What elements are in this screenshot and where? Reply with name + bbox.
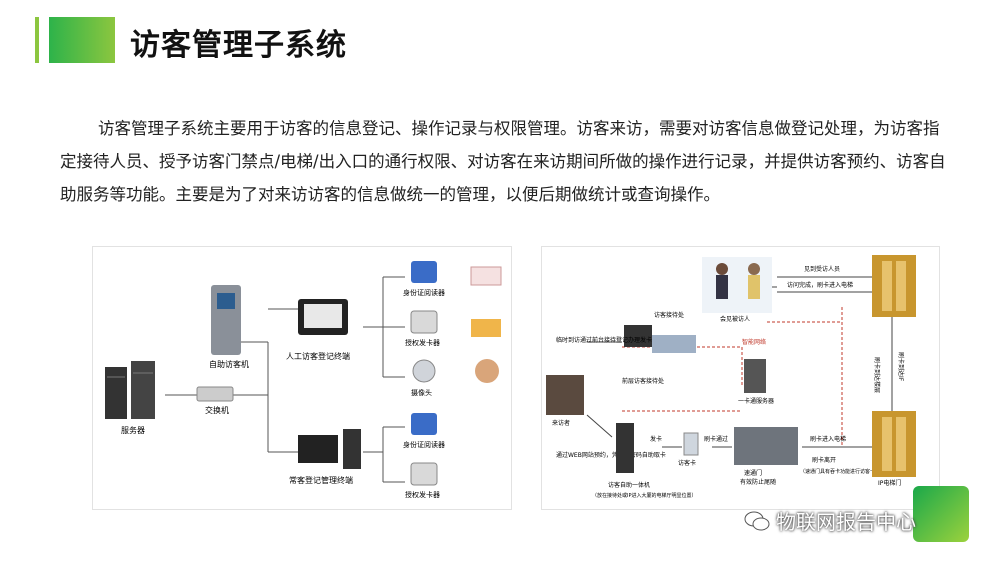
lobby-register-label: 前层访客接待处 (622, 377, 664, 385)
leave-label: 刷卡离开 (812, 456, 836, 464)
visitor-card-label: 访客卡 (678, 459, 696, 467)
host-meet-label: 会见被访人 (720, 315, 750, 323)
card-issuer-label-2: 授权发卡器 (405, 490, 440, 499)
visitor-flow-diagram: 会见被访人 见到受访人员 访问完成，刷卡进入电梯 刷卡到达楼层 刷卡到达IF 访… (541, 246, 940, 510)
meeting-photo (702, 257, 772, 313)
id-reader-label-1: 身份证阅读器 (403, 288, 445, 297)
switch-label: 交换机 (205, 405, 229, 415)
server-icon (744, 359, 766, 393)
elevator-door-label: IP电梯门 (878, 479, 901, 487)
kiosk-label: 自助访客机 (209, 359, 249, 369)
elevator-up-label: 刷卡到达IF (897, 352, 905, 382)
id-reader-icon (411, 261, 437, 283)
switch-icon (196, 386, 234, 402)
reception-label: 访客接待处 (654, 311, 684, 319)
topology-diagram: 服务器 交换机 自助访客机 人工访客登记终端 身份证阅读器 授权发卡器 摄像头 … (92, 246, 512, 510)
elevator-icon (872, 411, 916, 477)
camera-icon (412, 359, 436, 383)
swipe-label: 刷卡通过 (704, 435, 728, 443)
camera-label: 摄像头 (411, 388, 432, 397)
page-title: 访客管理子系统 (130, 28, 347, 63)
visit-done-label: 访问完成，刷卡进入电梯 (787, 281, 853, 289)
gate-label: 速通门 (744, 469, 762, 477)
id-card-icon (470, 266, 502, 286)
visitor-photo (546, 375, 584, 415)
regular-terminal-label: 常客登记管理终端 (289, 475, 353, 485)
manual-terminal-label: 人工访客登记终端 (286, 351, 350, 361)
elevator-icon (872, 255, 916, 317)
card-issuer-label-1: 授权发卡器 (405, 338, 440, 347)
watermark-text: 物联网报告中心 (776, 510, 916, 534)
header-accent-block (49, 17, 115, 63)
kiosk-note: （放在接待处或IP进入大厦的电梯厅明显位置） (592, 492, 697, 499)
temp-visit-label: 临时到访通过前台接待登记办理发卡 (556, 336, 652, 344)
card-issuer-icon (410, 310, 438, 334)
web-booking-label: 通过WEB网站预约，凭相约密码自助取卡 (556, 451, 666, 459)
id-reader-label-2: 身份证阅读器 (403, 440, 445, 449)
face-photo-icon (475, 359, 499, 383)
chat-bubble-icon (744, 511, 770, 530)
card-issuer-icon (410, 462, 438, 486)
intro-paragraph: 访客管理子系统主要用于访客的信息登记、操作记录与权限管理。访客来访，需要对访客信… (60, 119, 946, 204)
watermark: 物联网报告中心 (744, 506, 916, 535)
visitor-card-icon (683, 432, 699, 456)
kiosk-icon (616, 423, 634, 473)
gate-note: 有效防止尾随 (740, 478, 776, 486)
manual-terminal-icon (298, 299, 348, 335)
meet-host-label: 见到受访人员 (804, 265, 840, 273)
access-card-icon (471, 319, 501, 337)
reception-desk-icon (624, 325, 652, 347)
corner-decoration (913, 486, 969, 542)
regular-terminal-icon (298, 429, 361, 469)
network-label: 智能网络 (742, 338, 766, 346)
id-reader-icon (411, 413, 437, 435)
kiosk-icon (211, 285, 241, 355)
server-label: 一卡通服务器 (738, 397, 774, 405)
visitor-label: 来访者 (552, 419, 570, 427)
elevator-enter-label: 刷卡进入电梯 (810, 435, 846, 443)
leave-note: （速通门具有吞卡功能进行访客卡回收） (800, 468, 890, 475)
header-accent-bar (35, 17, 39, 63)
gate-icon (734, 427, 798, 465)
elevator-floor-label: 刷卡到达楼层 (873, 357, 881, 393)
issue-label: 发卡 (650, 435, 662, 443)
server-icon (105, 361, 155, 419)
server-label: 服务器 (121, 425, 145, 435)
kiosk-label: 访客自助一体机 (608, 481, 650, 489)
